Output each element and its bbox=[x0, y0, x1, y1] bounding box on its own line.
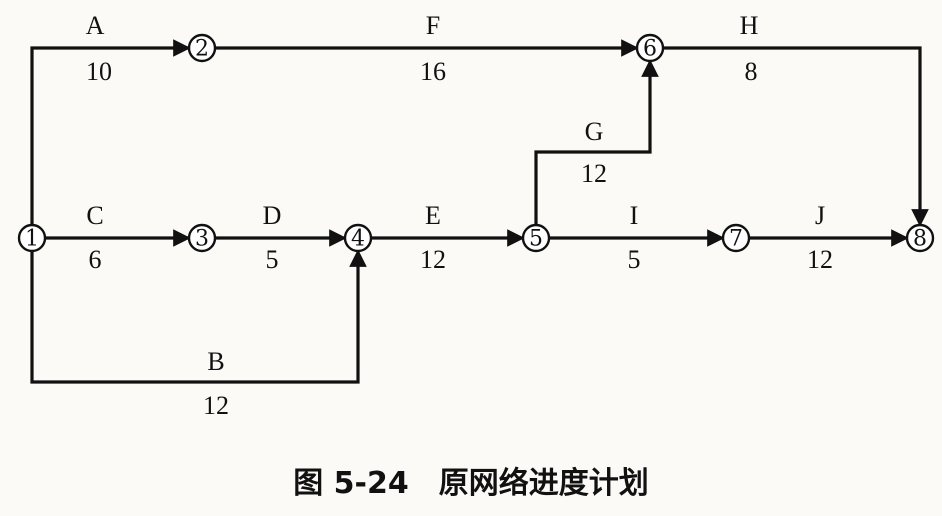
node-circle-1 bbox=[17, 223, 47, 253]
node-circle-6 bbox=[635, 33, 665, 63]
activity-duration-f: 16 bbox=[420, 57, 446, 86]
node-label-1: 1 bbox=[25, 227, 39, 252]
activity-name-a: A bbox=[86, 11, 105, 40]
activity-duration-e: 12 bbox=[420, 245, 446, 274]
node-label-5: 5 bbox=[529, 227, 543, 252]
activity-duration-a: 10 bbox=[86, 57, 112, 86]
node-circle-5 bbox=[521, 223, 551, 253]
activity-duration-c: 6 bbox=[89, 245, 102, 274]
figure-caption: 图 5-24 原网络进度计划 bbox=[293, 466, 649, 501]
activity-duration-i: 5 bbox=[628, 245, 641, 274]
arrow-g bbox=[534, 59, 659, 225]
activity-name-f: F bbox=[426, 11, 440, 40]
node-circle-2 bbox=[187, 33, 217, 63]
activity-name-d: D bbox=[263, 201, 282, 230]
activity-duration-h: 8 bbox=[745, 57, 758, 86]
activity-duration-d: 5 bbox=[266, 245, 279, 274]
node-circle-8 bbox=[905, 223, 935, 253]
activity-duration-j: 12 bbox=[807, 245, 833, 274]
node-circle-7 bbox=[721, 223, 751, 253]
activity-name-e: E bbox=[425, 201, 441, 230]
node-label-6: 6 bbox=[643, 37, 657, 62]
node-label-4: 4 bbox=[351, 227, 365, 252]
node-label-2: 2 bbox=[195, 37, 209, 62]
arrow-b bbox=[30, 249, 367, 384]
activity-name-b: B bbox=[207, 347, 224, 376]
node-circle-4 bbox=[343, 223, 373, 253]
activity-arrows bbox=[30, 39, 929, 384]
activity-name-c: C bbox=[86, 201, 103, 230]
activity-duration-b: 12 bbox=[203, 391, 229, 420]
activity-name-j: J bbox=[815, 201, 825, 230]
activity-duration-g: 12 bbox=[581, 159, 607, 188]
activity-name-h: H bbox=[740, 11, 759, 40]
node-label-8: 8 bbox=[913, 227, 927, 252]
node-circle-3 bbox=[187, 223, 217, 253]
arrow-a bbox=[30, 39, 191, 225]
node-label-7: 7 bbox=[729, 227, 743, 252]
activity-name-g: G bbox=[585, 117, 604, 146]
arrow-h bbox=[663, 46, 929, 227]
activity-name-i: I bbox=[630, 201, 639, 230]
node-label-3: 3 bbox=[195, 227, 209, 252]
